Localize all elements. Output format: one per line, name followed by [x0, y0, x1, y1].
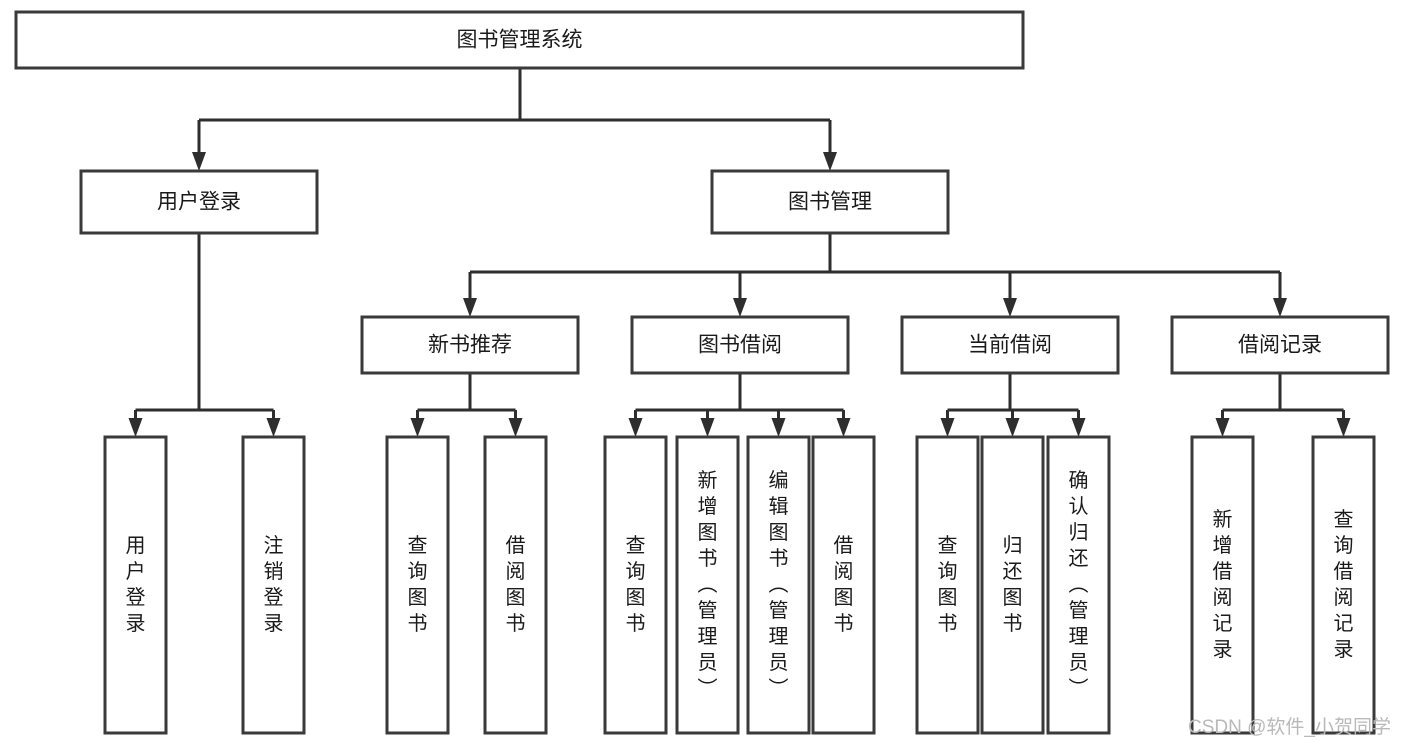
node-root-label: 图书管理系统: [457, 29, 583, 52]
arrow-head-icon: [1005, 418, 1020, 437]
nodes-layer: 图书管理系统用户登录图书管理新书推荐图书借阅当前借阅借阅记录用户登录注销登录查询…: [14, 10, 1390, 735]
node-leaf-2-box: [385, 435, 450, 735]
node-leaf-12-box: [1311, 435, 1376, 735]
arrow-head-icon: [463, 298, 477, 317]
node-leaf-4-box: [603, 435, 668, 735]
node-leaf-12[interactable]: 查询借阅记录: [1311, 435, 1376, 735]
node-level2-1-box: [710, 169, 950, 235]
node-leaf-8[interactable]: 查询图书: [915, 435, 980, 735]
csdn-watermark: CSDN @软件_小贺同学: [1188, 716, 1391, 738]
arrow-head-icon: [128, 418, 143, 437]
node-leaf-10-box: [1046, 435, 1111, 735]
node-level3-3-label: 借阅记录: [1238, 334, 1322, 357]
arrow-head-icon: [700, 418, 715, 437]
node-leaf-5[interactable]: 新增图书︵管理员︶: [675, 435, 740, 735]
node-level2-1[interactable]: 图书管理: [710, 169, 950, 235]
arrow-head-icon: [1336, 418, 1351, 437]
node-leaf-11-label: 新增借阅记录: [1213, 508, 1233, 661]
node-leaf-0-label: 用户登录: [126, 535, 146, 635]
node-leaf-9-box: [980, 435, 1045, 735]
node-level3-0-label: 新书推荐: [428, 334, 512, 357]
node-leaf-8-box: [915, 435, 980, 735]
node-level3-0-box: [360, 315, 580, 375]
node-leaf-1-label: 注销登录: [264, 534, 284, 635]
edges-layer: [128, 68, 1351, 437]
node-leaf-9-label: 归还图书: [1003, 534, 1023, 635]
arrow-head-icon: [1215, 418, 1230, 437]
node-leaf-12-label: 查询借阅记录: [1334, 508, 1354, 661]
node-leaf-3[interactable]: 借阅图书: [483, 435, 548, 735]
node-level3-2-box: [900, 315, 1120, 375]
node-level3-2[interactable]: 当前借阅: [900, 315, 1120, 375]
node-leaf-1-box: [241, 435, 306, 735]
node-level2-0-label: 用户登录: [157, 191, 241, 214]
node-leaf-4-label: 查询图书: [626, 534, 646, 635]
node-level2-0-box: [79, 169, 319, 235]
node-leaf-7-label: 借阅图书: [834, 534, 854, 635]
arrow-head-icon: [1071, 418, 1086, 437]
arrow-head-icon: [771, 418, 786, 437]
arrow-head-icon: [940, 418, 955, 437]
node-leaf-6[interactable]: 编辑图书︵管理员︶: [746, 435, 811, 735]
node-leaf-10-label: 确认归还︵管理员︶: [1069, 469, 1089, 700]
arrow-head-icon: [1003, 298, 1017, 317]
node-leaf-4[interactable]: 查询图书: [603, 435, 668, 735]
node-leaf-6-box: [746, 435, 811, 735]
node-level3-1-label: 图书借阅: [698, 334, 782, 357]
node-root-box: [14, 10, 1025, 70]
node-leaf-3-box: [483, 435, 548, 735]
arrow-head-icon: [1273, 298, 1287, 317]
node-leaf-8-label: 查询图书: [938, 534, 958, 635]
arrow-head-icon: [508, 418, 523, 437]
node-leaf-6-label: 编辑图书︵管理员︶: [769, 469, 789, 700]
arrow-head-icon: [733, 298, 747, 317]
arrow-head-icon: [836, 418, 851, 437]
node-leaf-3-label: 借阅图书: [506, 534, 526, 635]
node-level2-0[interactable]: 用户登录: [79, 169, 319, 235]
arrow-head-icon: [823, 152, 837, 171]
arrow-head-icon: [266, 418, 281, 437]
node-leaf-5-label: 新增图书︵管理员︶: [698, 469, 718, 700]
node-leaf-5-box: [675, 435, 740, 735]
node-leaf-2-label: 查询图书: [408, 534, 428, 635]
node-level3-3[interactable]: 借阅记录: [1170, 315, 1390, 375]
node-leaf-0-box: [103, 435, 168, 735]
arrow-head-icon: [628, 418, 643, 437]
node-leaf-11[interactable]: 新增借阅记录: [1190, 435, 1255, 735]
node-root[interactable]: 图书管理系统: [14, 10, 1025, 70]
arrow-head-icon: [410, 418, 425, 437]
node-leaf-10[interactable]: 确认归还︵管理员︶: [1046, 435, 1111, 735]
node-level3-1[interactable]: 图书借阅: [630, 315, 850, 375]
node-leaf-9[interactable]: 归还图书: [980, 435, 1045, 735]
node-leaf-2[interactable]: 查询图书: [385, 435, 450, 735]
node-level3-0[interactable]: 新书推荐: [360, 315, 580, 375]
arrow-head-icon: [192, 152, 206, 171]
node-level3-1-box: [630, 315, 850, 375]
node-level3-3-box: [1170, 315, 1390, 375]
node-leaf-0[interactable]: 用户登录: [103, 435, 168, 735]
node-leaf-7[interactable]: 借阅图书: [811, 435, 876, 735]
node-level3-2-label: 当前借阅: [968, 334, 1052, 357]
node-leaf-7-box: [811, 435, 876, 735]
node-leaf-1[interactable]: 注销登录: [241, 435, 306, 735]
node-level2-1-label: 图书管理: [788, 191, 872, 214]
node-leaf-11-box: [1190, 435, 1255, 735]
